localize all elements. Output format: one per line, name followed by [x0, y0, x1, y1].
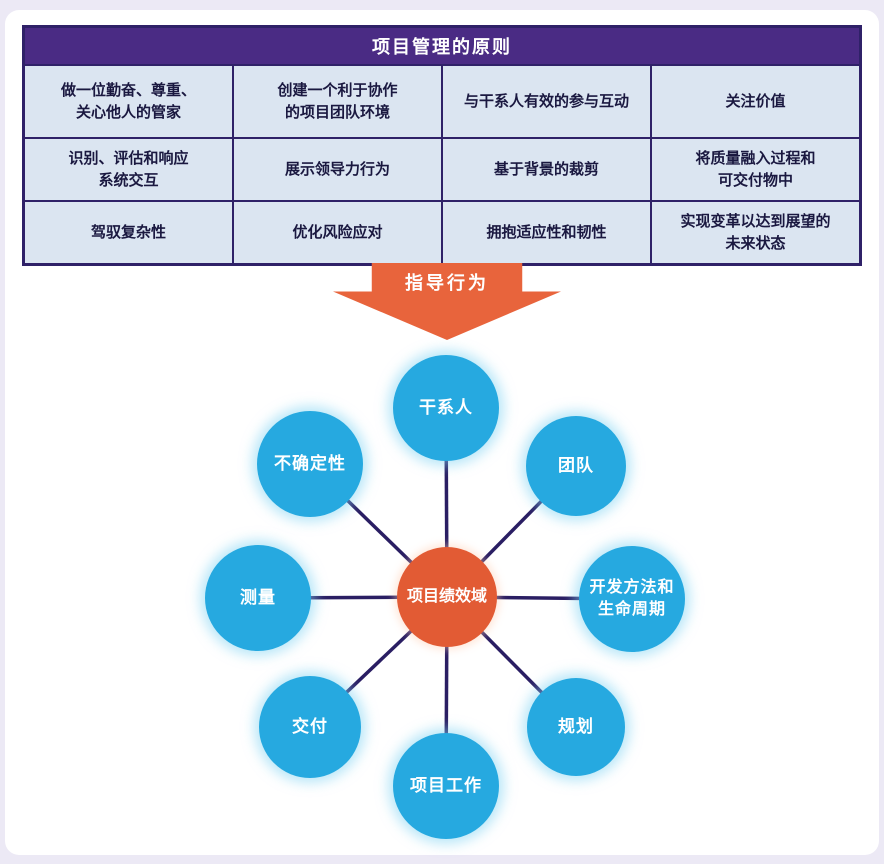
- principle-cell-change: 实现变革以达到展望的 未来状态: [652, 202, 859, 263]
- node-uncertainty-label: 不确定性: [274, 453, 346, 473]
- node-planning: 规划: [527, 678, 625, 776]
- node-delivery-label: 交付: [292, 716, 328, 736]
- principle-cell-stakeholder-engagement: 与干系人有效的参与互动: [443, 66, 650, 137]
- node-measurement: 测量: [205, 545, 311, 651]
- principle-cell-complexity: 驾驭复杂性: [25, 202, 232, 263]
- node-delivery: 交付: [259, 676, 361, 778]
- principle-cell-risk: 优化风险应对: [234, 202, 441, 263]
- node-team-label: 团队: [558, 455, 594, 475]
- principle-cell-systems-interaction: 识别、评估和响应 系统交互: [25, 139, 232, 200]
- hub-project-performance-domains: 项目绩效域: [397, 547, 497, 647]
- principle-cell-value-focus: 关注价值: [652, 66, 859, 137]
- hub-label: 项目绩效域: [406, 588, 487, 606]
- node-planning-label: 规划: [558, 716, 594, 736]
- principle-cell-stewardship: 做一位勤奋、尊重、 关心他人的管家: [25, 66, 232, 137]
- principles-table: 项目管理的原则 做一位勤奋、尊重、 关心他人的管家 创建一个利于协作 的项目团队…: [22, 25, 862, 266]
- node-project-work: 项目工作: [393, 733, 499, 839]
- arrow-label: 指导行为: [405, 273, 489, 293]
- principle-cell-adaptability: 拥抱适应性和韧性: [443, 202, 650, 263]
- principles-table-title: 项目管理的原则: [25, 28, 859, 64]
- node-development-approach-lifecycle-label: 开发方法和 生命周期: [589, 579, 675, 618]
- node-development-approach-lifecycle: 开发方法和 生命周期: [579, 546, 685, 652]
- principle-cell-tailoring: 基于背景的裁剪: [443, 139, 650, 200]
- node-stakeholders: 干系人: [393, 355, 499, 461]
- node-team: 团队: [526, 416, 626, 516]
- node-uncertainty: 不确定性: [257, 411, 363, 517]
- principle-cell-quality: 将质量融入过程和 可交付物中: [652, 139, 859, 200]
- node-measurement-label: 测量: [240, 587, 276, 607]
- principle-cell-leadership: 展示领导力行为: [234, 139, 441, 200]
- principle-cell-team-environment: 创建一个利于协作 的项目团队环境: [234, 66, 441, 137]
- node-stakeholders-label: 干系人: [419, 397, 473, 417]
- node-project-work-label: 项目工作: [410, 775, 482, 795]
